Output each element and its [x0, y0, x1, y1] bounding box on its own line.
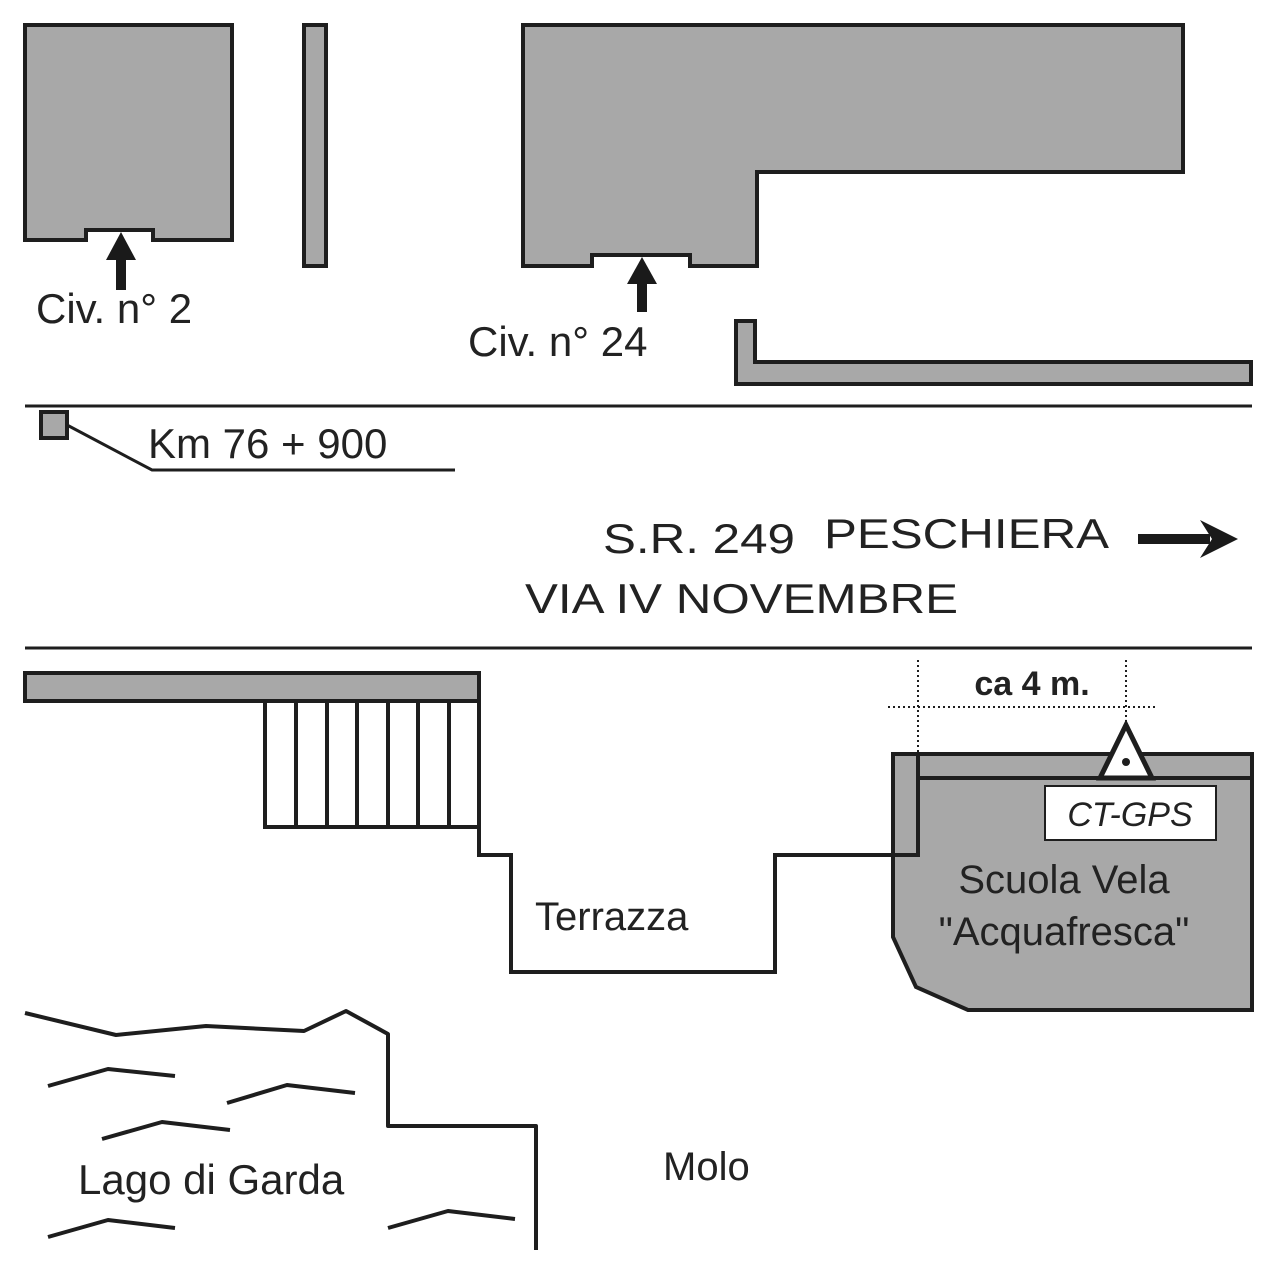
route-label: S.R. 249 [603, 515, 795, 562]
building-civ-24 [521, 23, 1185, 268]
km-marker-leader [66, 423, 455, 472]
wall-strip [302, 23, 328, 268]
building-civ-2 [23, 23, 234, 242]
triangle-benchmark-icon [1095, 719, 1157, 781]
street-name: VIA IV NOVEMBRE [525, 575, 958, 622]
arrow-up-icon [627, 257, 657, 312]
school-wall-left [891, 752, 920, 857]
school-label-line1: Scuola Vela [958, 858, 1170, 902]
terrace-label: Terrazza [535, 895, 689, 939]
water-waves [47, 1067, 516, 1239]
school-wall-top [916, 752, 1254, 780]
km-marker-icon [39, 410, 69, 440]
wall-l-shape [734, 319, 1253, 386]
distance-label: ca 4 m. [974, 665, 1089, 703]
shoreline-pier [24, 1009, 538, 1250]
direction-label: PESCHIERA [824, 510, 1109, 557]
benchmark-label-box [1044, 785, 1217, 841]
civ-2-label: Civ. n° 2 [36, 285, 192, 332]
lake-label: Lago di Garda [78, 1156, 345, 1203]
civ-24-label: Civ. n° 24 [468, 318, 647, 365]
arrow-up-icon [106, 232, 136, 290]
pier-label: Molo [663, 1145, 750, 1189]
benchmark-label: CT-GPS [1067, 796, 1193, 834]
km-marker-label: Km 76 + 900 [148, 420, 387, 467]
stairs [263, 701, 479, 829]
seawall-bar [23, 671, 481, 703]
school-label-line2: "Acquafresca" [939, 910, 1190, 954]
arrow-right-icon [1138, 520, 1238, 558]
terrace-outline [477, 701, 893, 974]
